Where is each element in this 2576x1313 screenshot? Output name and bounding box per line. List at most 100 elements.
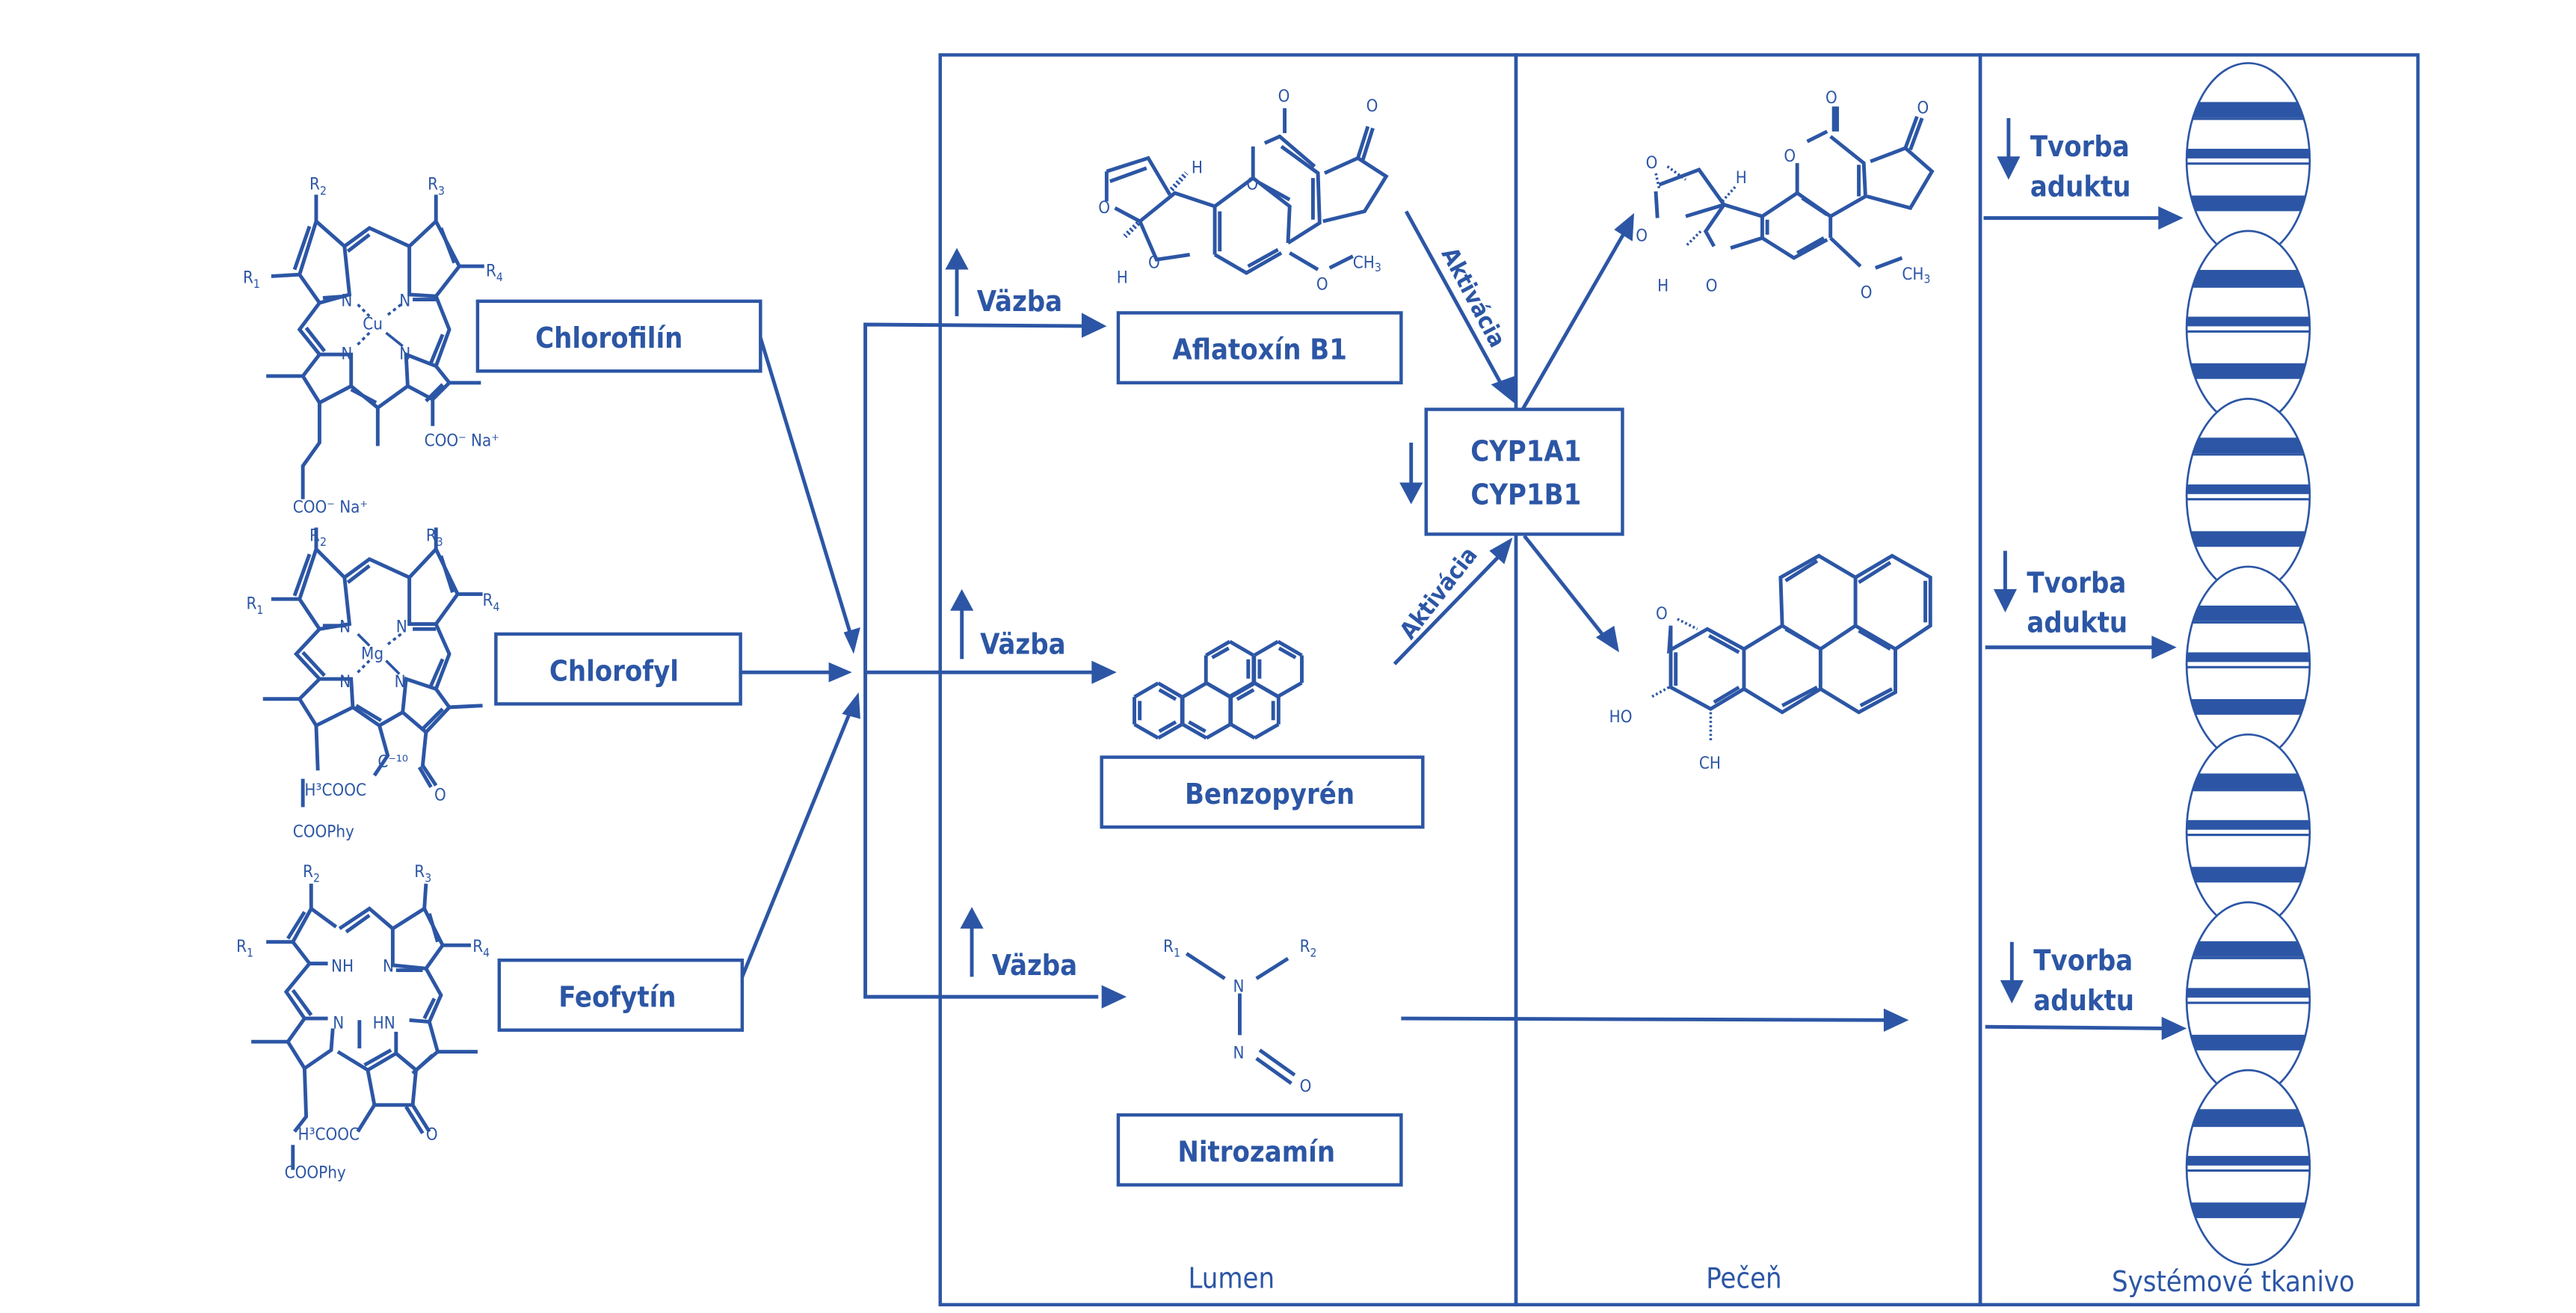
binding-label-benzopyrene: Väzba: [980, 628, 1065, 661]
hydroxyl-label: HO: [1609, 707, 1633, 727]
dna-segment-outline: [2185, 1068, 2311, 1266]
arrowhead: [1614, 212, 1635, 242]
arrowhead: [1489, 537, 1513, 565]
chlorophyllin-box[interactable]: [475, 299, 762, 373]
carboxylate-label: COO⁻ Na⁺: [293, 497, 368, 517]
dna-base-pair-band: [2187, 988, 2310, 998]
n-atom: N: [399, 345, 410, 364]
r2-label: R2: [309, 526, 327, 549]
adduct-label-1-line2: aduktu: [2030, 170, 2131, 203]
activation-flow: Aktivácia Aktivácia CYP1A1 CYP1B1: [1393, 210, 1909, 1032]
pheophytin-structure: R1 R2 R3 R4 NH N N HN H³COOC O COOPhy: [236, 862, 490, 1183]
bond: [1181, 681, 1208, 699]
adduct-label-3-line1: Tvorba: [2033, 944, 2133, 977]
pheophytin-label: Feofytín: [558, 980, 676, 1013]
o-atom: O: [1246, 175, 1258, 194]
aflatoxin-box[interactable]: [1116, 311, 1403, 385]
dna-base-pair-band: [2187, 834, 2310, 837]
adduct-label-2-line1: Tvorba: [2027, 566, 2126, 599]
r1-label: R1: [246, 594, 263, 618]
bond: [1253, 681, 1279, 698]
dna-base-pair-band: [2187, 941, 2310, 957]
o-atom: O: [1784, 147, 1796, 166]
panel-label-systemic: Systémové tkanivo: [2112, 1265, 2355, 1298]
dna-base-pair-band: [2187, 531, 2310, 547]
bond: [1254, 722, 1280, 740]
hn-group: HN: [373, 1013, 395, 1033]
dna-base-pair-band: [2187, 437, 2310, 454]
arrowhead: [842, 692, 860, 719]
double-bond: [1278, 646, 1297, 659]
n-atom: N: [396, 618, 407, 637]
binding-label-aflatoxin: Väzba: [977, 285, 1062, 318]
carcinogen-boxes: Aflatoxín B1 Benzopyrén Nitrozamín: [1100, 311, 1425, 1187]
r1-label: R1: [236, 937, 253, 960]
n-atom: N: [399, 292, 410, 311]
dna-segment-outline: [2185, 398, 2311, 595]
o-atom: O: [1366, 96, 1378, 116]
carboxylate-label: COO⁻ Na⁺: [425, 431, 499, 450]
arrowhead: [1595, 625, 1619, 653]
dna-base-pair-band: [2187, 285, 2310, 288]
arrowhead: [828, 662, 852, 683]
benzopyrene-box[interactable]: [1100, 755, 1425, 829]
panel-systemic-tissue: [1978, 53, 2420, 1307]
aflatoxin-structure: O O H H O O O O CH3: [1098, 87, 1389, 294]
arrowhead: [2151, 636, 2177, 659]
o-atom: O: [1861, 283, 1873, 302]
r3-label: R3: [428, 175, 445, 198]
double-bond: [1158, 688, 1177, 701]
dna-base-pair-band: [2187, 117, 2310, 120]
r2-label: R2: [1300, 937, 1317, 960]
cyp-enzyme-box[interactable]: [1424, 408, 1624, 536]
n-atom: N: [339, 672, 351, 692]
dna-segment-outline: [2185, 901, 2311, 1098]
dna-helix: [2185, 62, 2311, 1266]
dna-segment-outline: [2185, 62, 2311, 259]
r3-label: R3: [414, 862, 431, 885]
r4-label: R4: [472, 937, 490, 960]
activation-label-benzopyrene: Aktivácia: [1395, 542, 1483, 645]
phytyl-ester-label: COOPhy: [293, 822, 354, 841]
adduct-label-2-line2: aduktu: [2027, 606, 2127, 639]
bond: [1228, 681, 1255, 698]
dna-segment: [2185, 1068, 2311, 1266]
dna-base-pair-band: [2187, 269, 2310, 286]
dna-segment: [2185, 230, 2311, 427]
double-bond: [1158, 720, 1177, 734]
dna-base-pair-band: [2187, 605, 2310, 621]
benzopyrene-rings: [1133, 639, 1304, 740]
arrowhead: [1883, 1008, 1909, 1032]
chlorophyll-label: Chlorofyl: [549, 654, 679, 687]
branch-connector: [863, 322, 1099, 999]
source-boxes: Chlorofilín Chlorofyl Feofytín: [475, 299, 762, 1032]
binding-labels: Väzba Väzba Väzba: [945, 247, 1077, 982]
double-bond: [1188, 720, 1207, 734]
h-atom: H: [1657, 276, 1668, 295]
dna-segment-outline: [2185, 230, 2311, 427]
chlorophyll-box[interactable]: [494, 632, 742, 706]
aflatoxin-epoxide-structure: O O O H H O O O O CH3: [1636, 88, 1935, 302]
dna-base-pair-band: [2187, 621, 2310, 624]
h-atom: H: [1117, 268, 1128, 287]
arrowhead: [2158, 206, 2184, 230]
h-atom: H: [1192, 158, 1203, 177]
adduct-label-1-line1: Tvorba: [2030, 130, 2130, 163]
chlorophyllin-structure: R1 R2 R3 R4 N N N N Cu COO⁻ Na⁺ COO⁻ Na⁺: [243, 175, 503, 517]
bond: [1277, 639, 1303, 657]
bond: [1133, 722, 1159, 740]
converging-arrows: [740, 313, 1127, 1009]
n-atom: N: [339, 618, 351, 637]
c10-label: C⁻¹⁰: [378, 752, 408, 772]
pheophytin-box[interactable]: [497, 958, 745, 1032]
nitrosamine-box[interactable]: [1116, 1113, 1403, 1187]
methyl-ester-label: H³COOC: [304, 781, 366, 800]
aflatoxin-label: Aflatoxín B1: [1172, 333, 1347, 366]
n-atom: N: [383, 957, 394, 977]
bond: [1230, 722, 1256, 740]
nitrosamine-structure: R1 R2 N N O: [1163, 937, 1316, 1096]
binding-up-icon: [950, 588, 974, 659]
r2-label: R2: [309, 175, 327, 198]
